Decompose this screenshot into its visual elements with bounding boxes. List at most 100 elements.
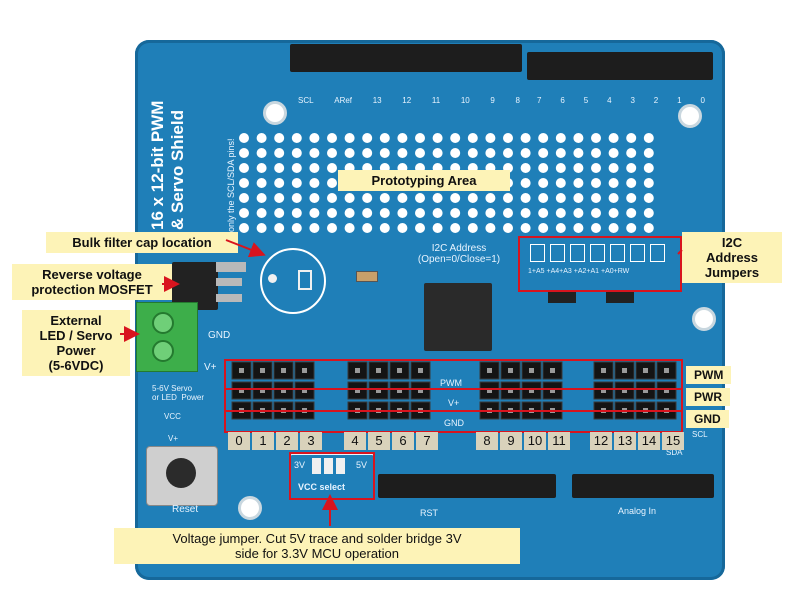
mounting-hole [678,104,702,128]
vcc-select-label: VCC select [298,482,346,492]
pin-number-11: 11 [548,432,570,450]
bulk-cap-pad [268,274,277,283]
proto-hole [344,133,355,143]
pin-label: 11 [431,96,441,105]
mounting-hole [692,307,716,331]
proto-hole [379,223,390,233]
proto-hole [362,223,373,233]
proto-hole [538,193,549,203]
proto-hole [520,178,531,188]
proto-hole [520,193,531,203]
proto-hole [608,163,619,173]
mosfet-pin [216,294,242,302]
proto-hole [274,208,285,218]
proto-hole [432,208,443,218]
proto-hole [274,223,285,233]
proto-hole [309,208,320,218]
proto-hole [239,208,249,218]
proto-hole [591,208,601,218]
proto-hole [626,208,637,218]
proto-hole [538,178,549,188]
proto-hole [555,163,566,173]
proto-hole [256,163,267,173]
servo-pin-post [622,368,627,373]
proto-hole [643,148,654,158]
proto-hole [626,148,637,158]
proto-hole [256,178,267,188]
external-power-callout: External LED / Servo Power (5-6VDC) [22,310,130,376]
proto-hole [591,193,601,203]
voltage-jumper-callout: Voltage jumper. Cut 5V trace and solder … [114,528,520,564]
proto-hole [485,133,496,143]
pin-number-14: 14 [638,432,660,450]
proto-hole [309,223,320,233]
vcc-select-5v: 5V [356,460,368,470]
proto-hole [626,223,637,233]
pin-number-13: 13 [614,432,636,450]
jumper-pad [610,244,625,262]
rail-v-label: V+ [448,398,460,408]
proto-hole [415,148,425,158]
proto-hole [450,208,461,218]
proto-hole [608,133,619,143]
proto-hole [485,223,496,233]
servo-pin-post [418,388,423,393]
proto-hole [274,133,285,143]
proto-hole [379,208,390,218]
pin-label: 2 [653,96,659,105]
proto-hole [485,148,496,158]
pin-number-0: 0 [228,432,250,450]
servo-pin-post [508,368,513,373]
servo-pin-post [260,368,265,373]
pin-number-5: 5 [368,432,390,450]
vcc-select-pads [312,458,345,474]
proto-hole [485,193,496,203]
proto-hole [256,208,267,218]
proto-hole [538,148,549,158]
bottom-left-header [378,474,556,498]
servo-pin-post [664,388,669,393]
jumper-pad [324,458,333,474]
i2c-jumpers-arrow [677,249,683,255]
proto-hole [362,133,373,143]
legend-pwm: PWM [686,366,732,384]
proto-hole [415,223,425,233]
proto-hole [239,223,249,233]
jumper-pad [650,244,665,262]
top-left-header-labels: SCL ARef 13 12 11 10 9 8 [298,96,520,105]
proto-hole [432,133,443,143]
jumper-pad [530,244,545,262]
proto-hole [538,223,549,233]
servo-pin-post [376,388,381,393]
pin-number-12: 12 [590,432,612,450]
pwm-driver-chip [424,283,492,351]
proto-hole [291,208,302,218]
proto-hole [362,193,373,203]
pin-label: 0 [700,96,705,105]
servo-pin-post [355,388,360,393]
servo-pin-post [508,388,513,393]
servo-pin-post [487,368,492,373]
pin-label: 5 [583,96,589,105]
proto-hole [503,208,513,218]
jumper-pad [570,244,585,262]
vcc-select-3v: 3V [294,460,306,470]
terminal-screw [152,312,174,334]
proto-hole [520,208,531,218]
pin-label: 12 [402,96,412,105]
proto-hole [591,223,601,233]
proto-hole [327,178,337,188]
servo-pin-post [281,388,286,393]
gnd-label: GND [208,330,231,341]
proto-hole [538,208,549,218]
pin-number-10: 10 [524,432,546,450]
vplus2-label: V+ [168,434,179,443]
pin-label: 6 [560,96,565,105]
proto-hole [432,223,443,233]
proto-hole [362,208,373,218]
pin-label: 13 [372,96,382,105]
proto-hole [291,223,302,233]
proto-hole [274,178,285,188]
rst-label: RST [420,508,438,518]
proto-hole [309,163,320,173]
